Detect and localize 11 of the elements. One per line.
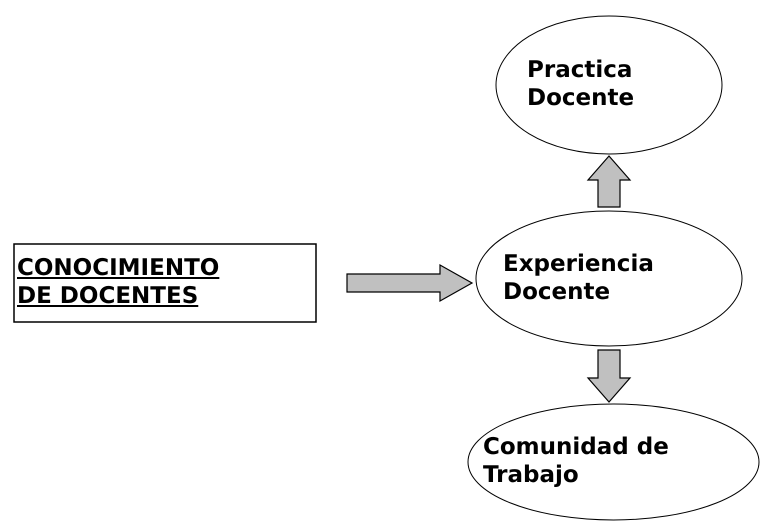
block-arrow	[346, 264, 474, 302]
block-arrow	[586, 155, 632, 208]
block-arrow	[586, 349, 632, 403]
ellipse-node	[475, 210, 743, 347]
ellipse-node	[467, 403, 760, 521]
text-box	[13, 243, 317, 323]
box-title: CONOCIMIENTO DE DOCENTES	[17, 255, 220, 311]
node-label: Comunidad de Trabajo	[483, 434, 670, 490]
ellipse-node	[495, 15, 723, 155]
node-label: Experiencia Docente	[503, 250, 655, 306]
node-label: Practica Docente	[527, 57, 636, 113]
